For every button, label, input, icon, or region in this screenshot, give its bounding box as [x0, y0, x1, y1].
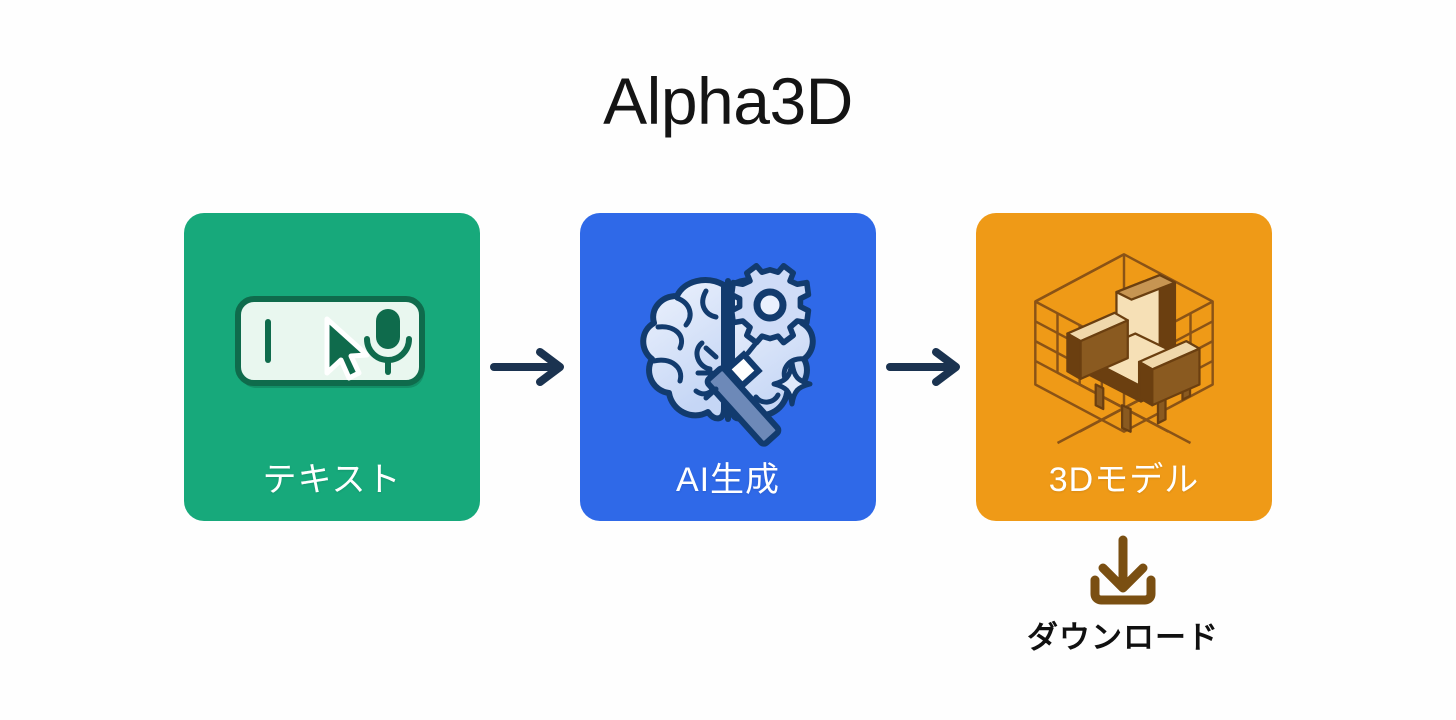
flow-connector-1: [480, 213, 580, 521]
flow-step-text[interactable]: テキスト: [184, 213, 480, 521]
arrow-right-icon: [490, 348, 564, 386]
arrow-right-icon: [886, 348, 960, 386]
flow-step-model[interactable]: 3Dモデル: [976, 213, 1272, 521]
brain-gear-wand-icon: [628, 251, 828, 451]
text-input-mic-icon: [232, 291, 432, 401]
download-icon[interactable]: [1077, 534, 1169, 613]
page-title: Alpha3D: [603, 64, 853, 138]
flow-step-ai[interactable]: AI生成: [580, 213, 876, 521]
flow-connector-2: [876, 213, 976, 521]
download-block[interactable]: ダウンロード: [975, 534, 1271, 655]
flow-step-text-label: テキスト: [262, 460, 402, 499]
download-label: ダウンロード: [1027, 620, 1219, 655]
armchair-3d-room-icon: [1024, 243, 1224, 445]
flow-step-model-label: 3Dモデル: [1048, 460, 1200, 499]
workflow-row: テキスト: [0, 212, 1456, 522]
flow-step-ai-label: AI生成: [675, 460, 781, 499]
